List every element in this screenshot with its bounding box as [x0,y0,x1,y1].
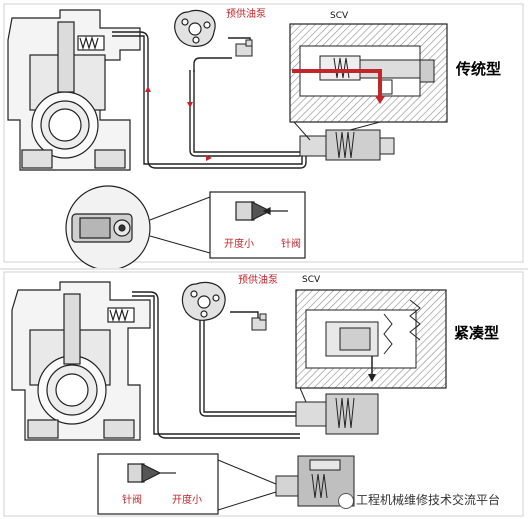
supply-pump-label: 预供油泵 [238,275,278,286]
supply-pump-body [7,9,141,171]
feed-pump-gerotor [174,9,216,47]
type-label-compact: 紧凑型 [454,324,500,342]
filter-fitting [235,39,253,57]
compact-pump-diagram [3,271,524,517]
scv-label: SCV [302,275,321,285]
compact-scv-panel: 预供油泵 SCV 紧凑型 针阀 开度小 工程机械维修技术交流平台 [0,270,528,519]
filter-fitting [251,313,267,331]
traditional-pump-diagram [3,3,524,268]
inset-label-needle-valve: 针阀 [281,239,301,250]
fuel-pipes [112,31,307,169]
type-label-traditional: 传统型 [456,60,502,78]
scv-valve-block [295,289,447,389]
inset-box [209,191,306,259]
supply-pump-body [11,281,151,441]
inset-label-small-opening: 开度小 [172,495,202,506]
inset-label-small-opening: 开度小 [224,239,254,250]
watermark-text: 工程机械维修技术交流平台 [356,493,501,507]
panel-divider [0,268,528,270]
watermark-icon [338,493,354,509]
supply-pump-label: 预供油泵 [226,9,266,20]
inset-box [97,453,219,515]
scv-valve-mounted [295,387,379,435]
fuel-pipes [132,291,300,439]
scv-label: SCV [330,11,349,21]
magnifier-detail [65,185,151,268]
inset-label-needle-valve: 针阀 [122,495,142,506]
scv-valve-mounted [293,121,395,161]
callout-lines [149,196,211,254]
callout-lines [217,459,277,511]
scv-valve-block [289,23,448,123]
flow-arrows [145,86,212,161]
feed-pump-gerotor [181,281,226,321]
traditional-scv-panel: 预供油泵 SCV 传统型 开度小 针阀 [3,3,524,268]
